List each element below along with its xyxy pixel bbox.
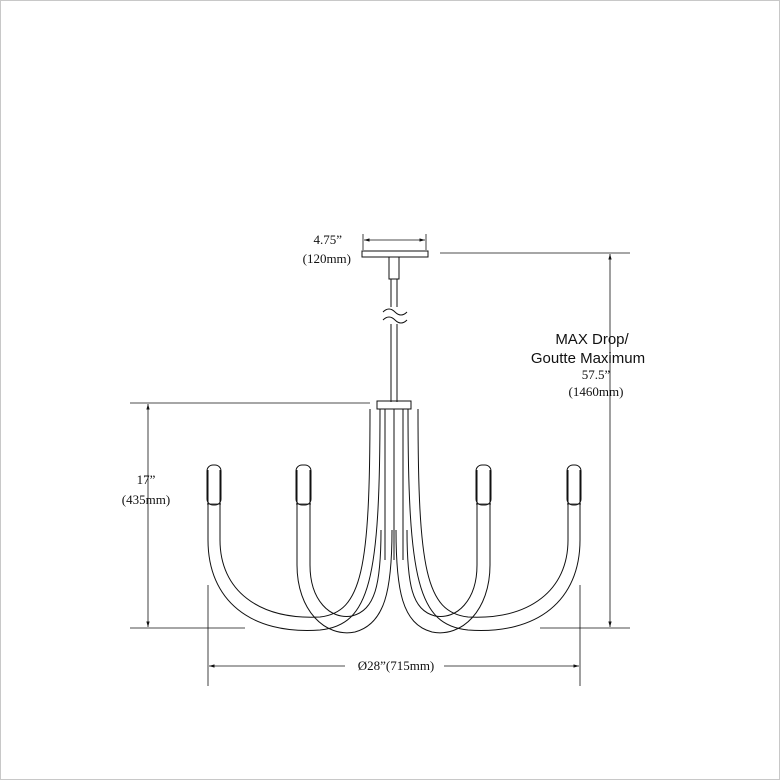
max-drop-in: 57.5” [582,367,611,382]
stem [382,279,408,402]
canopy-width-dimension: 4.75” (120mm) [303,232,427,266]
arm-outer-left [206,408,381,631]
fixture-height-mm: (435mm) [122,492,170,507]
max-drop-mm: (1460mm) [569,384,624,399]
fixture-height-dimension: 17” (435mm) [122,402,370,629]
fixture-height-in: 17” [137,472,156,487]
diameter-label: Ø28”(715mm) [358,658,435,673]
canopy [361,250,429,280]
central-hub [376,400,412,560]
arm-outer-right [407,408,582,631]
arm-inner-right [395,464,492,634]
canopy-width-mm: (120mm) [303,251,351,266]
canopy-width-in: 4.75” [313,232,342,247]
max-drop-title-fr: Goutte Maximum [531,350,645,367]
arm-inner-left [295,464,393,634]
max-drop-dimension: MAX Drop/ Goutte Maximum 57.5” (1460mm) [440,252,645,629]
max-drop-title-en: MAX Drop/ [555,331,629,348]
diameter-dimension: Ø28”(715mm) [207,585,581,686]
